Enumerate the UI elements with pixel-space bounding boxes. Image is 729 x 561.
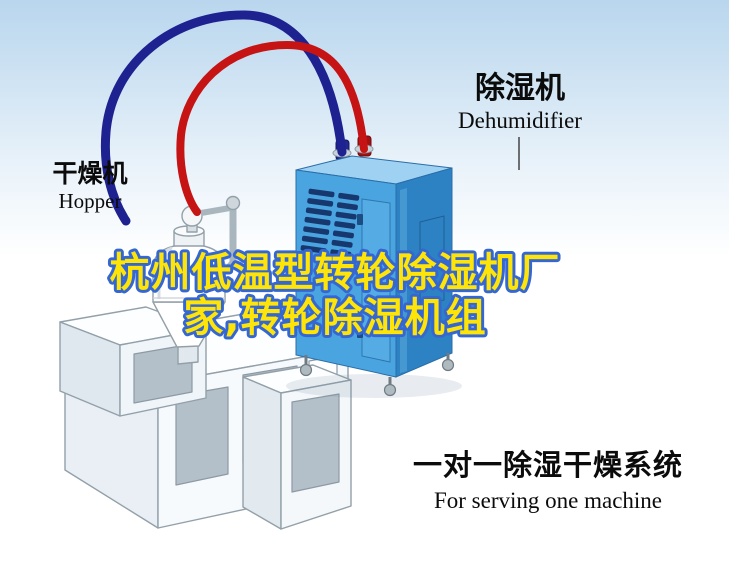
caption-cn: 一对一除湿干燥系统 (412, 448, 683, 482)
dehumidifier-label-cn: 除湿机 (475, 71, 565, 106)
pipe-blue (100, 10, 347, 226)
side-panel-outline (419, 215, 445, 306)
watermark-line-2: 家,转轮除湿机组 (183, 295, 486, 341)
hopper-label-cn: 干燥机 (52, 159, 128, 188)
hopper-shading (157, 246, 173, 299)
vent-grille (300, 188, 360, 258)
dehumidifier-side-face (395, 167, 453, 378)
extruder-illustration (59, 306, 352, 530)
extruder-panel (175, 386, 229, 486)
hopper-label: 干燥机 Hopper (38, 159, 142, 214)
casters (299, 353, 455, 397)
dehumidifier-shadow (286, 374, 462, 398)
extruder-panel (291, 393, 340, 493)
hopper-label-en: Hopper (58, 188, 122, 213)
hopper-pipe-fitting (225, 195, 241, 211)
hopper-pipe-elbow (200, 205, 231, 216)
caption: 一对一除湿干燥系统 For serving one machine (398, 448, 698, 515)
hopper-pipe-return (221, 259, 236, 275)
door-hinge (357, 327, 363, 338)
caption-en: For serving one machine (433, 488, 663, 514)
dehumidifier-illustration (286, 135, 462, 398)
dehumidifier-label-en: Dehumidifier (458, 107, 582, 133)
side-edge-strip (400, 188, 407, 373)
watermark-line-1: 杭州低温型转轮除湿机厂 (110, 250, 561, 296)
watermark-title: 杭州低温型转轮除湿机厂 家,转轮除湿机组 (107, 247, 563, 344)
extruder-end-block-front (242, 376, 282, 530)
dehumidifier-door (361, 198, 391, 363)
door-hinge (357, 214, 363, 225)
pipe-red (176, 40, 368, 216)
hopper-illustration (152, 195, 241, 365)
dehumidifier-label: 除湿机 Dehumidifier (436, 71, 604, 134)
